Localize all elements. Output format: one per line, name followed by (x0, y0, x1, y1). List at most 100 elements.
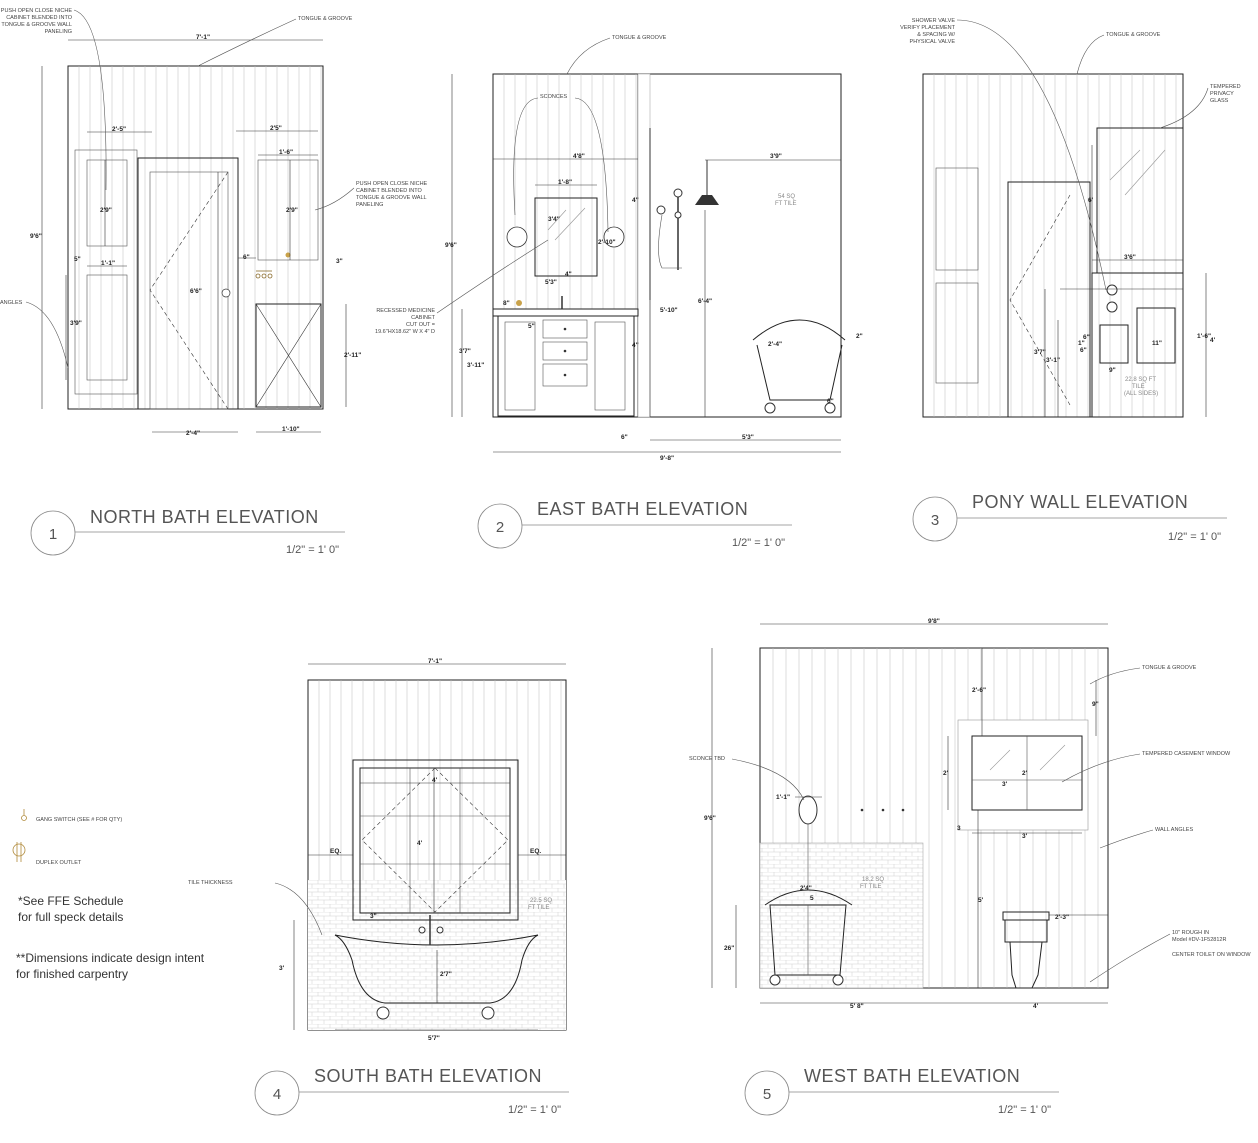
svg-text:5": 5" (528, 323, 535, 330)
note-angles: ANGLES (0, 300, 23, 306)
svg-text:3': 3' (279, 965, 285, 972)
svg-text:18.2 SQ: 18.2 SQ (862, 877, 884, 883)
svg-text:1'-6": 1'-6" (279, 149, 293, 156)
svg-text:GANG SWITCH (SEE # FOR QTY): GANG SWITCH (SEE # FOR QTY) (36, 817, 122, 823)
svg-text:TEMPERED: TEMPERED (1210, 84, 1241, 90)
svg-text:4": 4" (565, 271, 572, 278)
svg-text:22.8 SQ FT: 22.8 SQ FT (1125, 377, 1156, 383)
west-wall-outline (759, 647, 1109, 989)
svg-text:3": 3" (336, 258, 343, 265)
niche-cabinet-upper (86, 159, 128, 247)
svg-text:TILE: TILE (1132, 384, 1145, 390)
svg-text:9'6": 9'6" (445, 242, 457, 249)
svg-text:1/2" = 1' 0": 1/2" = 1' 0" (508, 1104, 561, 1116)
title-east: EAST BATH ELEVATION (537, 499, 748, 519)
svg-text:WALL ANGLES: WALL ANGLES (1155, 827, 1193, 833)
svg-text:CENTER TOILET ON WINDOW: CENTER TOILET ON WINDOW (1172, 952, 1251, 958)
dim-north-width: 7'-1" (196, 34, 210, 41)
svg-text:3': 3' (1022, 833, 1028, 840)
svg-text:SHOWER VALVE: SHOWER VALVE (912, 18, 956, 24)
note-niche-top: PUSH OPEN CLOSE NICHE (1, 8, 73, 14)
svg-text:2'-10": 2'-10" (598, 239, 616, 246)
svg-text:TONGUE & GROOVE: TONGUE & GROOVE (612, 35, 667, 41)
svg-text:9'6": 9'6" (704, 815, 716, 822)
tongue-groove-paneling (318, 680, 562, 880)
svg-text:Model #DV-1F52812R: Model #DV-1F52812R (1172, 937, 1226, 943)
svg-text:3'6": 3'6" (1124, 254, 1136, 261)
svg-text:4": 4" (632, 197, 639, 204)
pony-wall-elevation: 6' 3'6" 1'-6" 3'7" 3'-1" 9" 11" 6" 1" 4'… (900, 18, 1241, 418)
svg-text:4'8": 4'8" (573, 153, 585, 160)
title-west: WEST BATH ELEVATION (804, 1066, 1020, 1086)
title-block-5: 5 WEST BATH ELEVATION 1/2" = 1' 0" (744, 1066, 1059, 1116)
svg-text:CUT OUT =: CUT OUT = (406, 322, 435, 328)
title-block-1: 1 NORTH BATH ELEVATION 1/2" = 1' 0" (30, 507, 345, 556)
svg-text:FT TILE: FT TILE (860, 884, 881, 890)
svg-text:PRIVACY: PRIVACY (1210, 91, 1234, 97)
svg-text:3: 3 (957, 825, 961, 832)
svg-text:6': 6' (1088, 197, 1094, 204)
svg-text:4': 4' (1033, 1003, 1039, 1010)
note-tongue-groove: TONGUE & GROOVE (298, 16, 353, 22)
pony-tile-wall (1091, 272, 1184, 418)
svg-text:6'6": 6'6" (190, 288, 202, 295)
east-tub (756, 344, 843, 401)
svg-text:54 SQ: 54 SQ (778, 194, 795, 200)
niche-cabinet-right (257, 159, 319, 261)
svg-text:TONGUE & GROOVE WALL: TONGUE & GROOVE WALL (1, 22, 72, 28)
svg-text:DUPLEX OUTLET: DUPLEX OUTLET (36, 860, 82, 866)
pony-wall-outline (922, 73, 1184, 418)
south-elevation: 7'-1" 4' 4' 3' 2'7" 5'7" 3" EQ. EQ. 22.5… (188, 658, 567, 1042)
title-block-2: 2 EAST BATH ELEVATION 1/2" = 1' 0" (477, 499, 792, 549)
svg-text:EQ.: EQ. (330, 848, 341, 855)
note-niche-right: PUSH OPEN CLOSE NICHE (356, 181, 428, 187)
svg-text:1/2" = 1' 0": 1/2" = 1' 0" (732, 537, 785, 549)
south-window-frame (352, 759, 519, 921)
svg-text:9": 9" (1092, 701, 1099, 708)
svg-text:2'-4": 2'-4" (768, 341, 782, 348)
svg-text:SCONCE TBD: SCONCE TBD (689, 756, 725, 762)
svg-text:1": 1" (1078, 340, 1085, 347)
svg-text:(ALL SIDES): (ALL SIDES) (1124, 391, 1158, 397)
north-elevation: 7'-1" 9'6" 2'-5" 2'5" 1'-6" 2'9" 2'9" 1'… (0, 8, 428, 437)
svg-text:6": 6" (621, 434, 628, 441)
svg-text:3': 3' (1002, 781, 1008, 788)
tongue-groove-paneling (933, 74, 1177, 417)
west-sconce (798, 795, 818, 825)
svg-text:VERIFY PLACEMENT: VERIFY PLACEMENT (900, 25, 956, 31)
title-north: NORTH BATH ELEVATION (90, 507, 319, 527)
svg-text:5' 8": 5' 8" (850, 1003, 864, 1010)
svg-text:SCONCES: SCONCES (540, 94, 568, 100)
svg-text:CABINET: CABINET (411, 315, 435, 321)
svg-text:2: 2 (496, 519, 504, 536)
svg-text:6": 6" (1083, 334, 1090, 341)
svg-text:5: 5 (763, 1086, 771, 1103)
svg-text:2': 2' (943, 770, 949, 777)
svg-text:3": 3" (370, 913, 377, 920)
legend: GANG SWITCH (SEE # FOR QTY) DUPLEX OUTLE… (12, 809, 205, 981)
svg-text:TONGUE & GROOVE: TONGUE & GROOVE (1142, 665, 1197, 671)
gang-switch-icon (21, 809, 27, 821)
vanity-top (492, 308, 639, 317)
svg-text:2'4": 2'4" (800, 885, 812, 892)
svg-text:5'3": 5'3" (545, 279, 557, 286)
svg-text:1'-8": 1'-8" (558, 179, 572, 186)
door-knob (221, 288, 231, 298)
svg-text:2'7": 2'7" (440, 971, 452, 978)
svg-text:5: 5 (810, 895, 814, 902)
svg-text:2'-11": 2'-11" (344, 352, 361, 359)
svg-text:11": 11" (1152, 340, 1162, 347)
svg-text:6": 6" (827, 398, 834, 405)
svg-text:2'-6": 2'-6" (972, 687, 986, 694)
svg-text:6": 6" (243, 254, 250, 261)
svg-text:9": 9" (1109, 367, 1116, 374)
svg-text:10" ROUGH IN: 10" ROUGH IN (1172, 930, 1209, 936)
svg-text:2'9": 2'9" (286, 207, 298, 214)
svg-text:19.6"HX18.62" W X 4" D: 19.6"HX18.62" W X 4" D (375, 329, 435, 335)
svg-text:6'-4": 6'-4" (698, 298, 712, 305)
svg-text:**Dimensions indicate design i: **Dimensions indicate design intent (16, 951, 205, 965)
svg-text:22.5 SQ: 22.5 SQ (530, 898, 552, 904)
svg-text:2'5": 2'5" (270, 125, 282, 132)
towel-hooks (255, 252, 291, 279)
svg-text:1'-1": 1'-1" (101, 260, 115, 267)
